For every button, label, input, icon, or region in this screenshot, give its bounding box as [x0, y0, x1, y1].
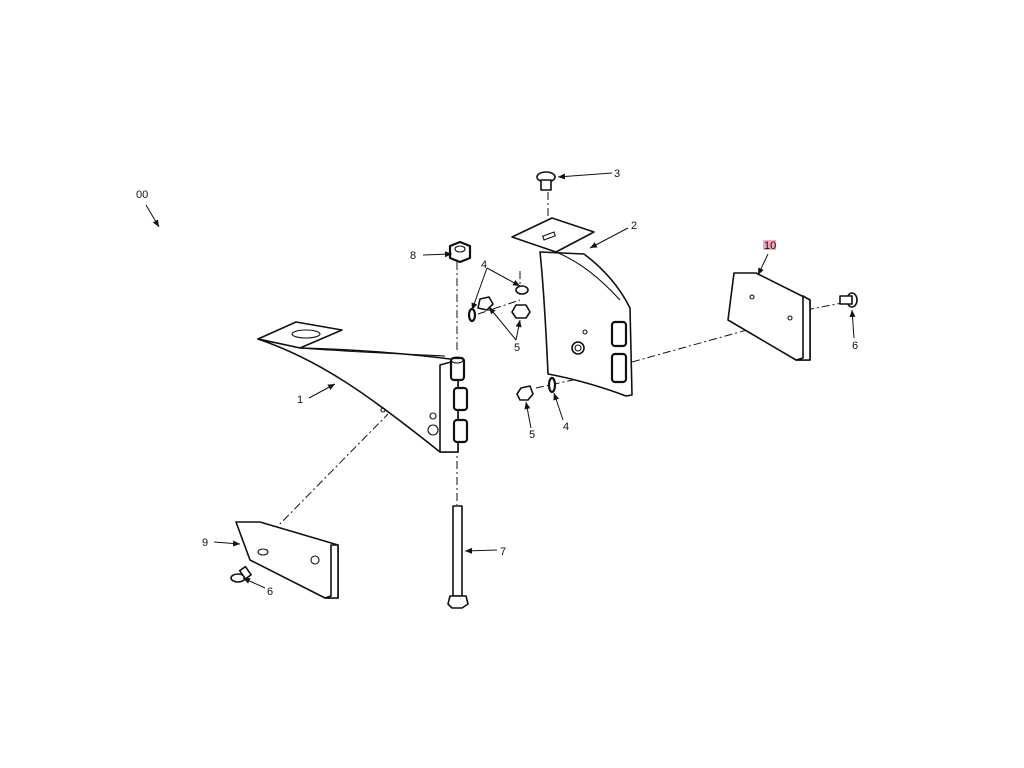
callout-1: 1: [297, 394, 303, 406]
leader-lines: [213, 172, 856, 589]
part-6-screw-right: [839, 292, 858, 308]
reference-arrow: [145, 204, 160, 228]
part-6-screw-left: [230, 565, 252, 583]
callout-5-upper: 5: [514, 342, 520, 354]
part-3-bolt: [536, 171, 556, 191]
callout-9: 9: [202, 537, 208, 549]
callout-3: 3: [614, 168, 620, 180]
callout-4-upper: 4: [481, 259, 487, 271]
callout-7: 7: [500, 546, 506, 558]
callout-10: 10: [764, 240, 776, 252]
part-5-nut-lower: [516, 385, 534, 401]
part-7-long-bolt: [447, 505, 469, 609]
part-4-washer-lower: [547, 376, 557, 394]
part-8-nut: [448, 240, 472, 264]
callout-8: 8: [410, 250, 416, 262]
part-5-nut-upper: [511, 304, 531, 319]
part-4-washer-upper: [515, 285, 529, 295]
callout-2: 2: [631, 220, 637, 232]
part-2-bracket: [511, 217, 633, 397]
part-1-bracket: [257, 321, 469, 453]
callout-6-right: 6: [852, 340, 858, 352]
callout-5-lower: 5: [529, 429, 535, 441]
callout-10-highlight: [763, 240, 776, 250]
callout-6-left: 6: [267, 586, 273, 598]
reference-number: 00: [136, 189, 148, 201]
part-9-plate: [235, 521, 339, 599]
callout-4-lower: 4: [563, 421, 569, 433]
part-10-wear-plate: [727, 272, 811, 361]
